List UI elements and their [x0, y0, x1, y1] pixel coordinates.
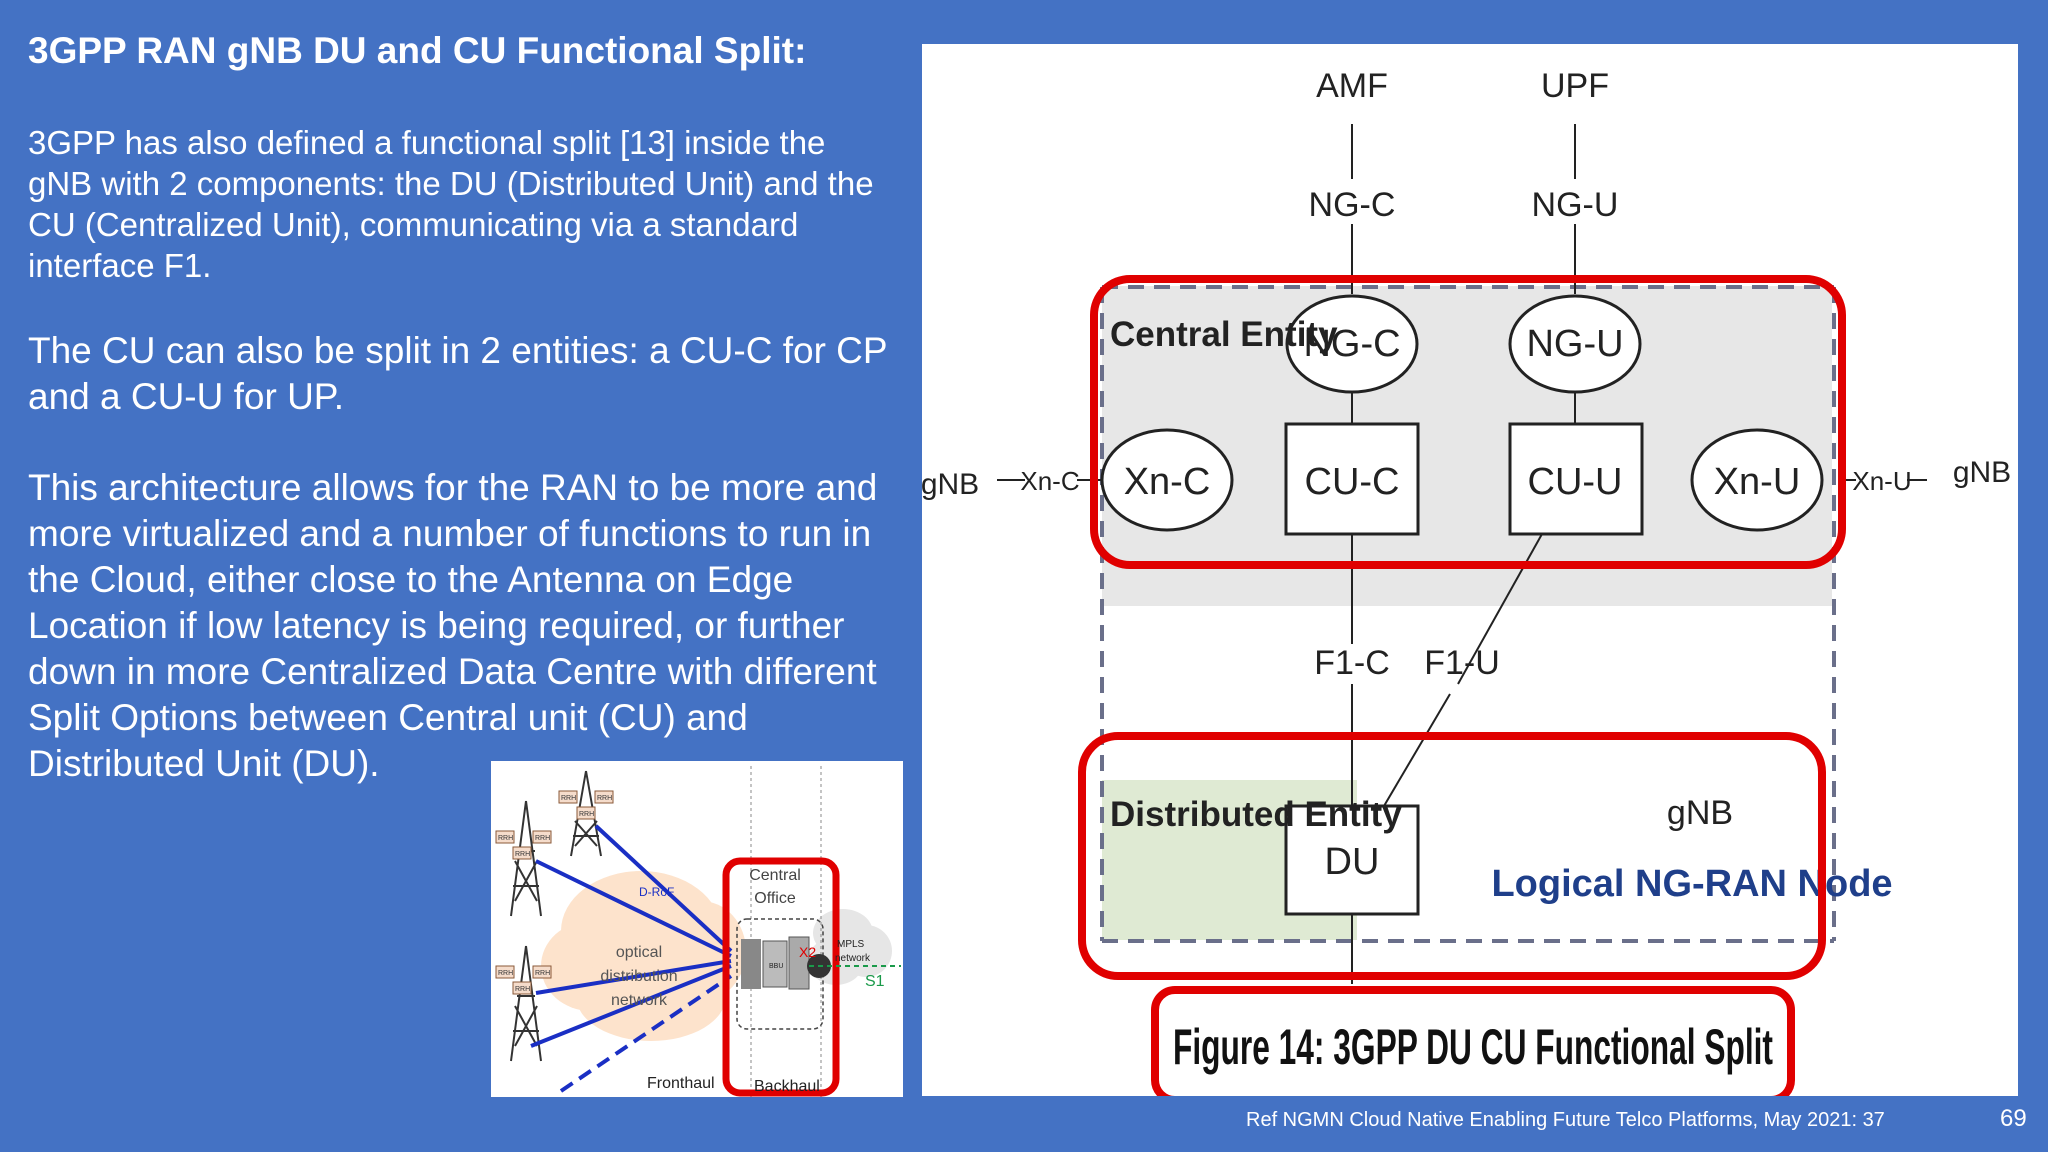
central-office-line-1: Central: [749, 867, 801, 884]
fronthaul-links: [530, 824, 733, 1093]
optical-label-line-1: optical: [616, 944, 662, 961]
cuc-box: [1284, 422, 1420, 536]
rrh-label: RRH: [535, 970, 550, 977]
mpls-line-1: MPLS: [837, 939, 865, 950]
ngu-interface-label: NG-U: [1532, 186, 1619, 224]
distributed-entity-highlight: [1078, 732, 1826, 980]
s1-label: S1: [865, 973, 885, 990]
gnb-left-label: gNB: [922, 468, 979, 501]
ngc-node-label: NG-C: [1303, 323, 1400, 365]
cuu-box: [1508, 422, 1644, 536]
f1c-label: F1-C: [1314, 644, 1390, 682]
amf-label: AMF: [1316, 67, 1388, 105]
bbu-server-icon: BBU: [741, 936, 810, 990]
backhaul-label: Backhaul: [754, 1078, 820, 1095]
logical-node-label: Logical NG-RAN Node: [1491, 863, 1892, 905]
rrh-label: RRH: [515, 986, 530, 993]
rrh-label: RRH: [561, 795, 576, 802]
central-office-highlight: [722, 857, 840, 1097]
xnc-interface-label: Xn-C: [1020, 466, 1079, 496]
rrh-label: RRH: [535, 835, 550, 842]
functional-split-figure: AMF UPF NG-C NG-U NG-C NG-U Xn-C Xn-U CU…: [921, 44, 2018, 1104]
f1u-label: F1-U: [1424, 644, 1500, 682]
paragraph-functional-split: 3GPP has also defined a functional split…: [28, 124, 874, 284]
cloud-ran-inset-svg: RRH RRH RRH RRH RRH RRH RRH RRH RRH D-Ro…: [495, 766, 901, 1097]
rrh-label: RRH: [498, 835, 513, 842]
functional-split-svg: AMF UPF NG-C NG-U NG-C NG-U Xn-C Xn-U CU…: [921, 67, 2011, 1104]
svg-text:BBU: BBU: [769, 963, 783, 970]
x2-label: X2: [799, 944, 816, 960]
central-entity-label: Central Entity: [1110, 315, 1338, 354]
cuc-label: CU-C: [1305, 461, 1400, 503]
cloud-ran-inset-diagram: RRH RRH RRH RRH RRH RRH RRH RRH RRH D-Ro…: [491, 761, 903, 1097]
optical-label-line-3: network: [611, 992, 668, 1009]
ngu-node-label: NG-U: [1526, 323, 1623, 365]
slide-title: 3GPP RAN gNB DU and CU Functional Split:: [28, 30, 807, 71]
cuu-label: CU-U: [1528, 461, 1623, 503]
upf-label: UPF: [1541, 67, 1609, 105]
ngc-node: [1285, 294, 1419, 394]
rrh-label: RRH: [579, 811, 594, 818]
xnc-node: [1100, 428, 1234, 532]
du-label: DU: [1325, 841, 1380, 883]
distributed-entity-label: Distributed Entity: [1110, 795, 1402, 834]
slide-number: 69: [2000, 1105, 2027, 1132]
optical-label-line-2: distribution: [600, 968, 677, 985]
rrh-label: RRH: [597, 795, 612, 802]
rrh-box-icon: [495, 790, 614, 995]
gnb-inner-label: gNB: [1667, 794, 1733, 832]
central-entity-highlight: [1090, 275, 1846, 569]
rrh-label: RRH: [498, 970, 513, 977]
du-box: [1284, 804, 1420, 916]
figure-caption: Figure 14: 3GPP DU CU Functional Split: [1173, 1019, 1773, 1075]
xnu-node: [1690, 428, 1824, 532]
gnb-right-label: gNB: [1953, 456, 2011, 489]
optical-network-cloud: [541, 871, 746, 1041]
ngc-interface-label: NG-C: [1309, 186, 1396, 224]
xnc-node-label: Xn-C: [1124, 461, 1211, 503]
xnu-interface-label: Xn-U: [1852, 466, 1911, 496]
reference-footnote: Ref NGMN Cloud Native Enabling Future Te…: [1246, 1109, 1885, 1131]
xnu-node-label: Xn-U: [1714, 461, 1801, 503]
mpls-line-2: network: [835, 953, 871, 964]
paragraph-architecture: This architecture allows for the RAN to …: [28, 467, 878, 784]
rrh-label: RRH: [515, 851, 530, 858]
connector-lines: [997, 124, 1927, 984]
d-rof-label: D-RoF: [639, 885, 674, 899]
ngu-node: [1508, 294, 1642, 394]
gnb-dashed-boundary: [1100, 285, 1836, 943]
central-office-line-2: Office: [754, 890, 796, 907]
fronthaul-label: Fronthaul: [647, 1075, 715, 1092]
paragraph-cu-split: The CU can also be split in 2 entities: …: [28, 330, 887, 417]
